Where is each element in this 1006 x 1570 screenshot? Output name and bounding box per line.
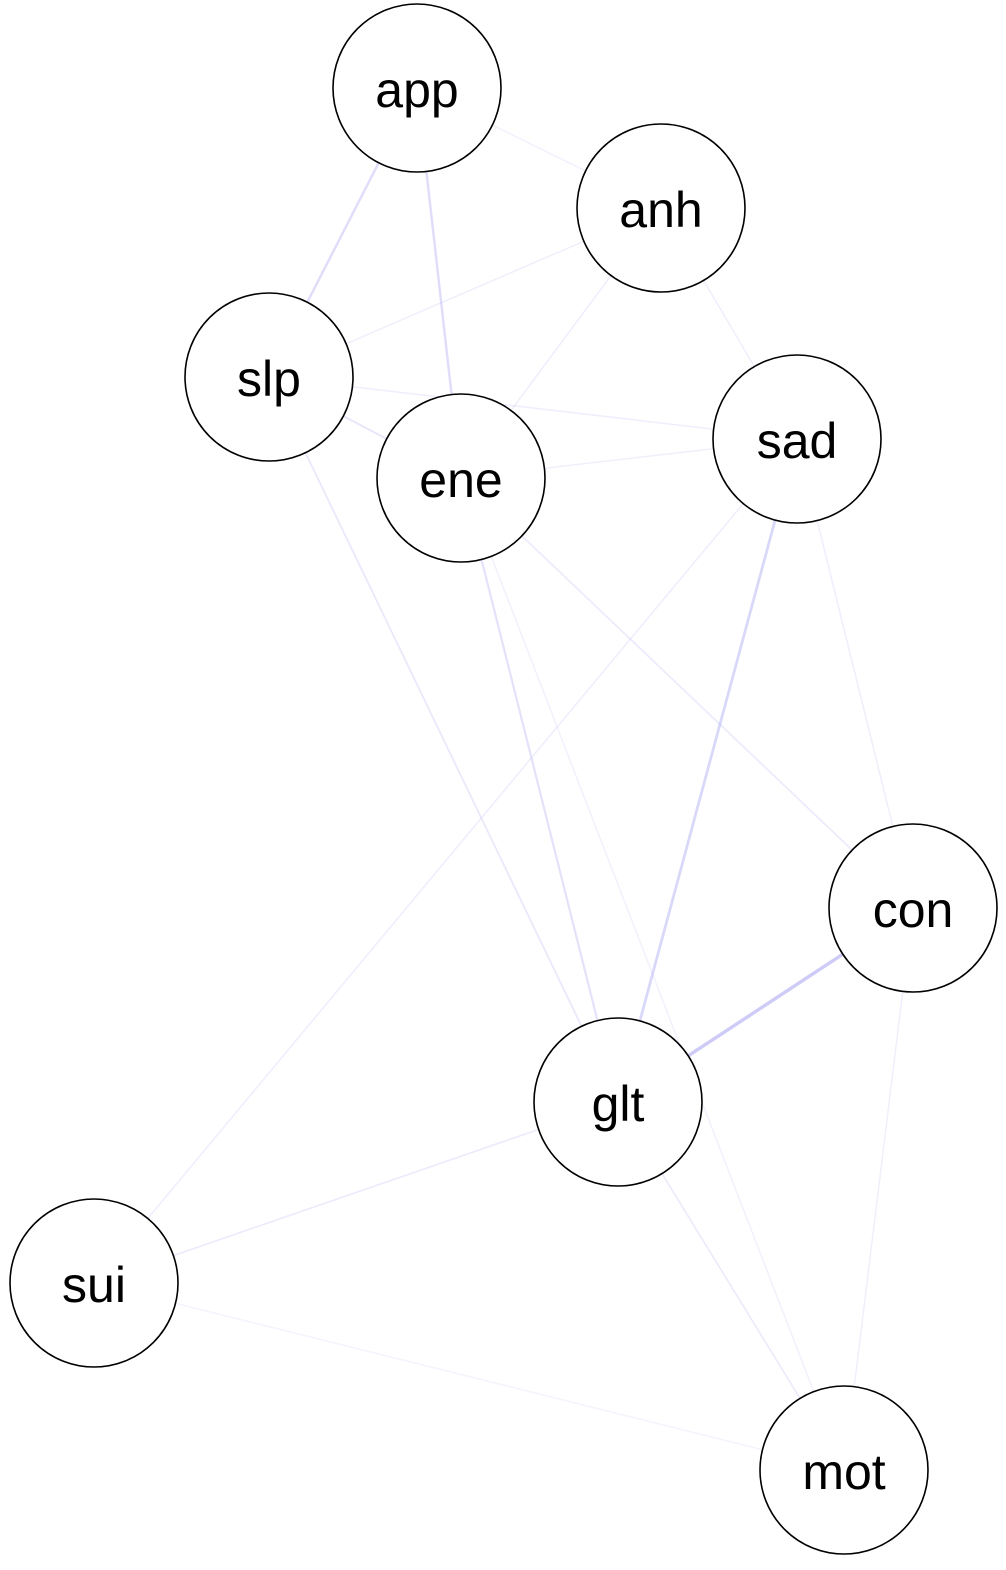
node-label-mot: mot [802, 1444, 885, 1500]
node-circle-glt [533, 1017, 703, 1187]
node-circle-mot [759, 1385, 929, 1555]
node-circle-slp [184, 292, 354, 462]
node-sad: sad [712, 354, 882, 524]
edge-ene-glt [459, 476, 620, 1104]
node-circle-sad [712, 354, 882, 524]
node-label-glt: glt [592, 1076, 645, 1132]
node-ene: ene [376, 393, 546, 563]
edge-ene-mot [460, 477, 845, 1471]
edge-layer [93, 86, 915, 1471]
node-label-app: app [375, 62, 458, 118]
node-circle-ene [376, 393, 546, 563]
node-mot: mot [759, 1385, 929, 1555]
edge-ene-con [460, 477, 914, 909]
node-circle-sui [9, 1198, 179, 1368]
node-slp: slp [184, 292, 354, 462]
edge-sad-sui [93, 438, 798, 1284]
edge-glt-sui [93, 1101, 619, 1284]
edge-slp-glt [268, 376, 619, 1103]
node-circle-con [828, 823, 998, 993]
node-label-sad: sad [757, 413, 838, 469]
node-label-slp: slp [237, 351, 301, 407]
node-label-anh: anh [619, 182, 702, 238]
edge-sad-glt [616, 437, 799, 1104]
node-app: app [332, 3, 502, 173]
node-label-sui: sui [62, 1257, 126, 1313]
node-glt: glt [533, 1017, 703, 1187]
node-sui: sui [9, 1198, 179, 1368]
edge-con-mot [843, 907, 914, 1471]
node-circle-anh [576, 123, 746, 293]
edge-slp-sad [268, 376, 798, 440]
edge-sui-mot [93, 1282, 845, 1471]
node-con: con [828, 823, 998, 993]
node-anh: anh [576, 123, 746, 293]
node-layer: app anh slp ene sad con glt sui mot [9, 3, 998, 1555]
node-circle-app [332, 3, 502, 173]
node-label-con: con [873, 882, 954, 938]
node-label-ene: ene [419, 452, 502, 508]
